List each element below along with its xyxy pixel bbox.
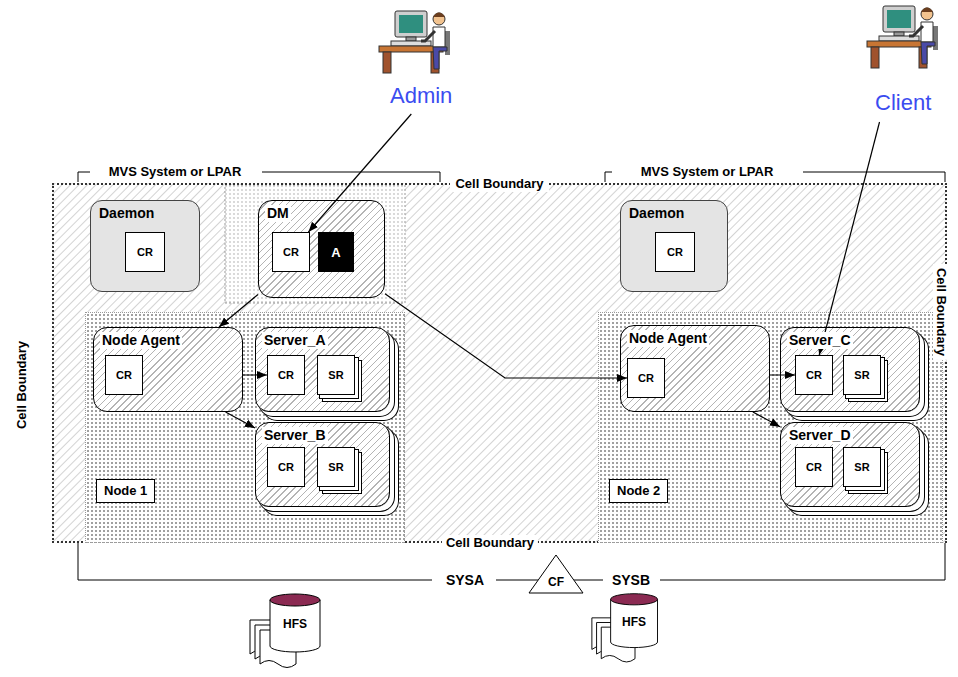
connector-arrow: [226, 412, 255, 428]
servant-region: SR: [843, 447, 881, 487]
connector-arrow: [770, 374, 795, 375]
region-label: SR: [854, 461, 869, 473]
control-region: CR: [125, 232, 165, 272]
region-label: CR: [806, 369, 822, 381]
system-name: SYSB: [608, 572, 654, 588]
system-name: SYSA: [442, 572, 488, 588]
app-label: A: [331, 245, 340, 260]
storage-label: HFS: [270, 617, 320, 631]
admin-app-box: A: [318, 232, 354, 272]
daemon-box: CR Daemon: [620, 200, 728, 292]
box-heading: Daemon: [97, 205, 156, 222]
box-heading: Daemon: [627, 205, 686, 222]
region-label: SR: [328, 369, 343, 381]
connector-arrow: [385, 294, 627, 378]
server-box: CR SR Server_C: [780, 327, 920, 412]
region-label: SR: [328, 461, 343, 473]
box-heading: DM: [265, 205, 291, 222]
region-label: CR: [806, 461, 822, 473]
servant-region: SR: [317, 447, 355, 487]
node-label: Node 1: [96, 479, 155, 503]
system-label: MVS System or LPAR: [105, 164, 246, 180]
boundary-label: Cell Boundary: [14, 337, 30, 433]
coupling-facility: CF: [527, 553, 585, 595]
server-box: CR SR Server_A: [255, 327, 390, 412]
box-heading: Server_C: [787, 332, 853, 349]
region-label: CR: [283, 246, 299, 258]
user-workstation: Client: [855, 0, 955, 122]
boundary-label: Cell Boundary: [450, 176, 548, 192]
region-label: CR: [667, 246, 683, 258]
cell-hatching: [52, 183, 947, 543]
box-heading: Server_A: [262, 332, 328, 349]
control-region: CR: [795, 447, 833, 487]
region-label: CR: [278, 369, 294, 381]
region-label: CR: [638, 372, 654, 384]
connector-arrow: [819, 122, 879, 355]
facility-label: CF: [527, 575, 585, 589]
process-box: CR Node Agent: [93, 327, 243, 412]
control-region: CR: [627, 358, 665, 398]
boundary-label: Cell Boundary: [933, 264, 949, 360]
system-label: MVS System or LPAR: [637, 164, 778, 180]
control-region: CR: [267, 355, 305, 395]
connector-arrow: [243, 374, 267, 375]
server-box: CR SR Server_D: [780, 422, 920, 507]
connector-arrow: [308, 114, 411, 232]
box-heading: Node Agent: [100, 332, 182, 349]
servant-region: SR: [843, 355, 881, 395]
region-label: SR: [854, 369, 869, 381]
control-region: CR: [105, 355, 143, 395]
control-region: CR: [655, 232, 695, 272]
node-region: CR Node AgentCR SR Server_A CR SR Server_B Node…: [85, 312, 405, 543]
server-box: CR SR Server_B: [255, 422, 390, 507]
process-box: CR Node Agent: [620, 325, 770, 412]
box-heading: Node Agent: [627, 330, 709, 347]
region-label: CR: [137, 246, 153, 258]
storage-cylinder: [590, 590, 665, 668]
user-label: Admin: [390, 83, 452, 108]
workstation-icon: [863, 0, 943, 70]
hfs-storage: HFS: [590, 590, 665, 668]
boundary-label: Cell Boundary: [442, 535, 538, 551]
process-box: CR A DM: [258, 200, 385, 298]
user-workstation: Admin: [365, 2, 475, 114]
user-label: Client: [875, 90, 931, 115]
connector-arrow: [219, 294, 258, 327]
hfs-storage: HFS: [248, 590, 328, 674]
box-heading: Server_D: [787, 427, 853, 444]
workstation-icon: [375, 5, 455, 75]
storage-label: HFS: [609, 615, 659, 629]
servant-region: SR: [317, 355, 355, 395]
cell-boundary: CRDaemonCRADMCRNode AgentCRSRServer_ACRS…: [52, 183, 947, 543]
storage-cylinder: [248, 590, 328, 674]
region-label: CR: [278, 461, 294, 473]
control-region: CR: [267, 447, 305, 487]
control-region: CR: [795, 355, 833, 395]
node-label: Node 2: [609, 479, 668, 503]
daemon-box: CR Daemon: [90, 200, 200, 292]
dm-region: [225, 185, 405, 303]
region-label: CR: [116, 369, 132, 381]
control-region: CR: [272, 232, 310, 272]
box-heading: Server_B: [262, 427, 328, 444]
node-region: CR Node AgentCR SR Server_C CR SR Server_D Node…: [598, 312, 943, 543]
connector-arrow: [753, 412, 780, 427]
